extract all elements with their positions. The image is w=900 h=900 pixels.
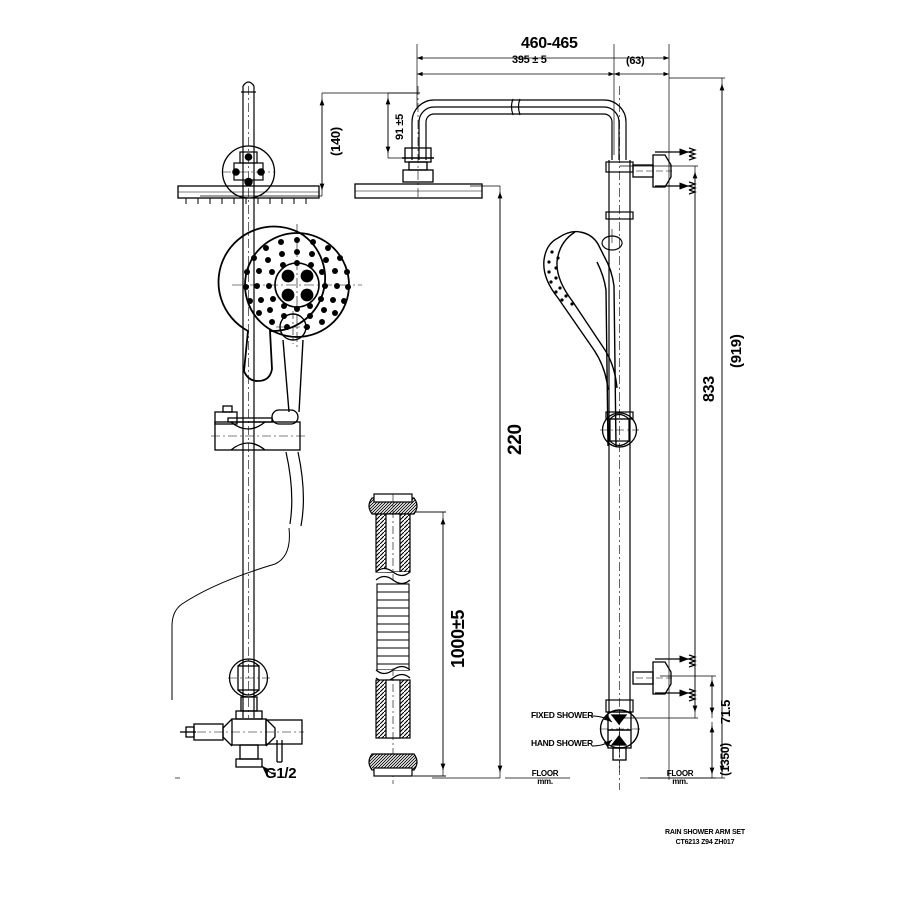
label-inlet-thread: G1/2	[265, 765, 297, 782]
dim-offset-right: (63)	[626, 55, 645, 67]
floor-label-right-line2: mm.	[672, 777, 688, 787]
label-fixed-shower: FIXED SHOWER	[531, 710, 594, 720]
dim-overall-column-height: (919)	[728, 334, 745, 368]
dim-arm-reach: 395 ± 5	[512, 54, 547, 66]
dim-floor-reference-height: (1350)	[718, 743, 732, 776]
dim-rain-head-drop: (140)	[328, 127, 343, 156]
dim-lower-bracket-offset: 71.5	[718, 699, 733, 724]
title-block: RAIN SHOWER ARM SET CT6213 Z94 ZH017	[620, 828, 790, 848]
label-hand-shower: HAND SHOWER	[531, 738, 593, 748]
title-block-product-code: CT6213 Z94 ZH017	[675, 839, 735, 847]
dim-rain-head-to-outlet: 220	[505, 424, 526, 455]
floor-label-right: FLOOR mm.	[655, 769, 705, 787]
floor-label-left: FLOOR mm.	[520, 769, 570, 787]
dim-hose-length: 1000±5	[448, 609, 468, 668]
floor-label-left-line1: FLOOR	[531, 769, 559, 778]
floor-label-right-line1: FLOOR	[666, 769, 694, 778]
floor-label-left-line2: mm.	[537, 777, 553, 787]
dim-overall-arm-width: 460-465	[521, 35, 578, 52]
title-block-product-name: RAIN SHOWER ARM SET	[665, 829, 745, 836]
dim-arm-rise: 91 ±5	[394, 114, 406, 140]
dim-hand-shower-height: 833	[701, 376, 718, 402]
